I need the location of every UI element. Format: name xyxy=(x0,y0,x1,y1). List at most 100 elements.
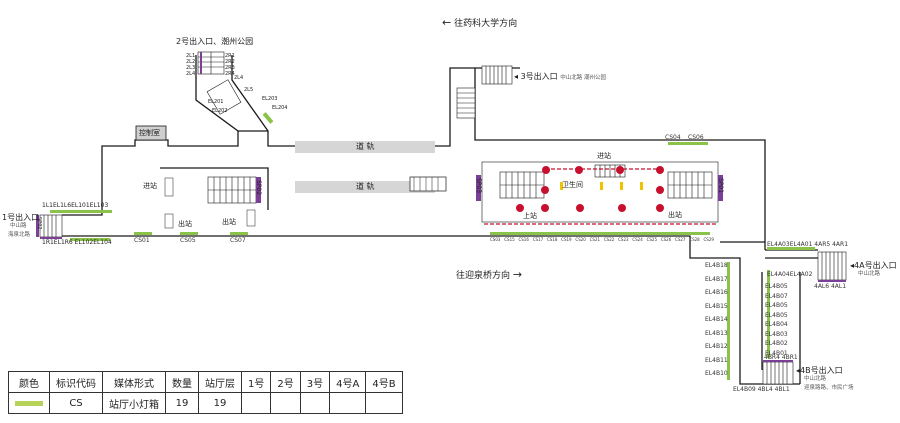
left-sp-bar xyxy=(256,177,261,203)
arrow-left-icon: ◂ xyxy=(850,261,855,270)
legend-e1-cell xyxy=(240,392,272,414)
cs05-label: CS05 xyxy=(180,237,196,244)
gate-markers xyxy=(560,182,643,190)
el4b-bottom-label: EL4B09 4BL4 4BL1 xyxy=(733,386,790,393)
bottom-marker-label: CS27 xyxy=(675,237,686,242)
exit-4a: ◂4A号出入口 中山北路 xyxy=(850,261,897,277)
center-right-sp-bar xyxy=(718,175,723,201)
gate-out-left2: 出站 xyxy=(222,218,236,226)
el4b-label: EL4B01 xyxy=(765,349,788,357)
bottom-marker-label: CS22 xyxy=(603,237,615,242)
legend-header-cell: 4号A xyxy=(329,371,367,393)
bottom-marker-label: CS21 xyxy=(589,237,601,242)
bottom-marker-label: CS03 xyxy=(490,237,501,242)
e1-bottom-label: 1R1EL1R6 EL102EL104 xyxy=(42,239,112,246)
stair2-label-el202: EL202 xyxy=(212,108,228,114)
legend-e4b-cell xyxy=(365,392,403,414)
gate-in-center: 进站 xyxy=(597,152,611,160)
el4a-bot-label: 4AL6 4AL1 xyxy=(814,283,847,290)
el4b-label: EL4B14 xyxy=(705,316,728,323)
bottom-marker-label: CS20 xyxy=(575,237,586,242)
el4b-label: EL4B15 xyxy=(705,302,728,310)
bottom-marker-label: CS25 xyxy=(646,237,657,242)
bottom-marker-label: CS23 xyxy=(618,237,629,242)
legend-code-cell: CS xyxy=(49,392,103,414)
red-circles xyxy=(516,166,664,212)
purple-bars xyxy=(40,52,846,362)
cs04-label: CS04 xyxy=(665,134,681,141)
el4b-label: EL4B02 xyxy=(765,340,788,347)
exit-4b: ◂4B号出入口 中山北路 迎泉路路、市民广场 xyxy=(796,366,854,391)
arrow-left-icon: ◂ xyxy=(514,72,519,81)
stair2-label-el201: EL201 xyxy=(208,99,224,105)
gate-out-left: 出站 xyxy=(178,220,192,228)
bottom-marker-label: CS29 xyxy=(703,237,714,242)
legend-header-cell: 颜色 xyxy=(8,371,50,393)
center-escalators xyxy=(499,164,713,199)
legend-header-cell: 数量 xyxy=(165,371,199,393)
direction-south: 往迎泉桥方向 → xyxy=(456,268,523,281)
bottom-marker-label: CS15 xyxy=(504,237,515,242)
legend-e3-cell xyxy=(299,392,331,414)
cs06-label: CS06 xyxy=(688,134,704,141)
stair-1-sp-bar xyxy=(36,215,39,237)
exit-3: ◂ 3号出入口 中山北路 潮州公园 xyxy=(514,72,606,81)
legend-header-cell: 4号B xyxy=(365,371,403,393)
stair2-label-r4: 2R4 xyxy=(225,71,235,77)
el4b-label: EL4B12 xyxy=(705,343,728,350)
el4b-label: EL4B10 xyxy=(705,370,728,377)
stair2-label-el203: EL203 xyxy=(262,96,278,102)
stair2-label-4: 2L4 xyxy=(186,71,196,77)
e1-top-label: 1L1EL1L6EL101EL103 xyxy=(42,202,109,209)
stair2-label-l5: 2L5 xyxy=(244,87,254,93)
gate-up-right: 出站 xyxy=(668,211,682,219)
arrow-right-icon: → xyxy=(512,268,523,281)
track-escalator xyxy=(409,176,447,192)
stair-1 xyxy=(39,214,63,238)
toilet-label: 卫生间 xyxy=(562,181,583,189)
track-top-label: 道 轨 xyxy=(356,142,375,151)
bottom-marker-label: CS24 xyxy=(632,237,643,242)
stair2-label-el204: EL204 xyxy=(272,105,288,111)
stair2-label-r3: 2R3 xyxy=(225,65,235,71)
legend-table: 颜色 标识代码 媒体形式 数量 站厅层 1号 2号 3号 4号A 4号B CS … xyxy=(8,371,403,414)
stair2-label-r1: 2R1 xyxy=(225,53,235,59)
legend-color-cell xyxy=(8,392,50,414)
el4a-mid-label: EL4A04EL4A02 xyxy=(767,271,813,278)
sp-mid-label: SP03 xyxy=(475,178,482,194)
arrow-left-icon: ◂ xyxy=(796,366,801,375)
legend-header-cell: 3号 xyxy=(299,371,331,393)
bottom-marker-label: CS19 xyxy=(561,237,572,242)
cs-markers xyxy=(50,112,815,380)
legend-swatch xyxy=(15,400,43,406)
track-escalator-steps xyxy=(413,177,439,191)
legend-e2-cell xyxy=(270,392,301,414)
stair2-label-r2: 2R2 xyxy=(225,59,235,65)
legend-data-row: CS 站厅小灯箱 19 19 xyxy=(8,392,403,414)
direction-north: ← 往药科大学方向 xyxy=(442,16,518,29)
track-bottom xyxy=(295,181,435,193)
track-top xyxy=(295,141,435,153)
el4b-label: EL4B17 xyxy=(705,275,728,283)
sp-right2-label: SP02 xyxy=(36,217,42,230)
legend-header-cell: 标识代码 xyxy=(49,371,103,393)
stair2-label-1: 2L1 xyxy=(186,53,196,59)
sp-left-label: SP02 xyxy=(255,180,262,196)
cs01-label: CS01 xyxy=(134,237,150,244)
stair-4b xyxy=(762,361,794,385)
arrow-left-icon: ← xyxy=(442,16,452,29)
track-bottom-label: 道 轨 xyxy=(356,182,375,191)
el4b-label: EL4B11 xyxy=(705,356,728,364)
el4b-label: EL4B13 xyxy=(705,329,728,337)
el4b-label: EL4B05 xyxy=(765,311,788,319)
bottom-marker-label: CS17 xyxy=(532,237,544,242)
ticket-gates-left xyxy=(164,177,256,229)
bottom-marker-label: CS28 xyxy=(689,237,700,242)
el4b-right-bot-label: 4BR4 4BR1 xyxy=(764,354,798,361)
exit-2: 2号出入口、潮州公园 xyxy=(176,37,254,46)
legend-e4a-cell xyxy=(329,392,367,414)
stair2-label-l4: 2L4 xyxy=(234,75,244,81)
